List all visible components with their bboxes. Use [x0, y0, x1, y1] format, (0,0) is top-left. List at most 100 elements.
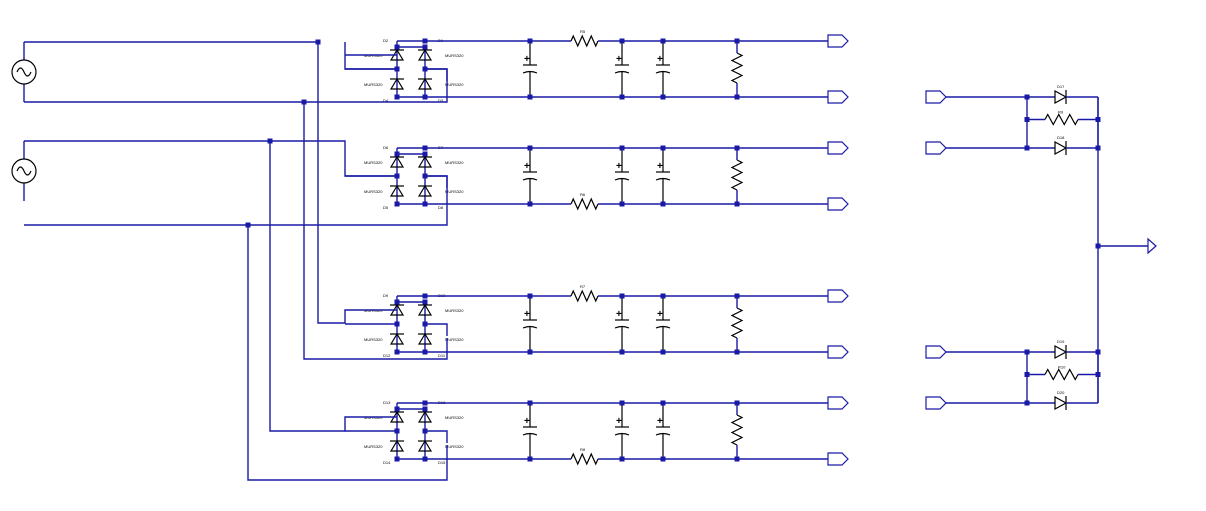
cap-plus: + — [616, 161, 622, 172]
junction-dot — [1095, 145, 1101, 151]
diode-ref: D13 — [383, 400, 391, 405]
diode-triangle — [417, 410, 433, 423]
diode-triangle — [389, 77, 405, 90]
junction-dot — [422, 406, 428, 412]
diode-triangle — [417, 77, 433, 90]
resistor-icon — [570, 197, 599, 211]
diode-icon — [417, 332, 433, 345]
diode-part: MURS320 — [445, 160, 464, 165]
resistor-zigzag — [730, 414, 744, 446]
diode-part: MURS320 — [445, 415, 464, 420]
junction-dot — [734, 201, 740, 207]
sine-wave — [16, 166, 32, 176]
diode-part: MURS320 — [364, 82, 383, 87]
resistor-icon — [730, 307, 744, 339]
diode-ref: D18 — [1057, 135, 1065, 140]
resistor-ref: R7 — [580, 284, 586, 289]
junction-dot — [619, 145, 625, 151]
capacitor-icon: + — [655, 296, 671, 352]
cap-plus: + — [616, 309, 622, 320]
resistor-ref: R5 — [580, 29, 586, 34]
junction-dot — [422, 201, 428, 207]
diode-icon — [389, 155, 405, 168]
resistor-zigzag — [1044, 368, 1079, 381]
diode-triangle — [1054, 395, 1068, 411]
resistor-zigzag — [730, 307, 744, 339]
junction-dot — [734, 349, 740, 355]
junction-dot — [394, 94, 400, 100]
resistor-zigzag — [570, 289, 599, 303]
junction-dot — [394, 349, 400, 355]
cap-plus: + — [524, 416, 530, 427]
diode-icon — [1054, 344, 1068, 360]
net-flag — [925, 396, 947, 410]
junction-dot — [527, 94, 533, 100]
wire — [24, 101, 448, 360]
diode-icon — [417, 155, 433, 168]
diode-triangle — [389, 155, 405, 168]
junction-dot — [660, 201, 666, 207]
junction-dot — [660, 38, 666, 44]
junction-dot — [394, 428, 400, 434]
diode-triangle — [1054, 344, 1068, 360]
junction-dot — [734, 400, 740, 406]
cap-plus: + — [657, 309, 663, 320]
net-flag — [827, 34, 849, 48]
junction-dot — [527, 293, 533, 299]
capacitor-icon: + — [655, 41, 671, 97]
capacitor-icon: + — [614, 403, 630, 459]
diode-icon — [1054, 140, 1068, 156]
net-flag — [827, 289, 849, 303]
diode-ref: D4 — [383, 98, 389, 103]
ac-source-icon — [11, 158, 37, 184]
junction-dot — [527, 201, 533, 207]
diode-triangle — [417, 184, 433, 197]
capacitor-icon: + — [522, 296, 538, 352]
cap-plus: + — [616, 54, 622, 65]
diode-icon — [389, 332, 405, 345]
diode-icon — [389, 184, 405, 197]
net-flag — [827, 90, 849, 104]
cap-plus: + — [524, 309, 530, 320]
diode-triangle — [417, 48, 433, 61]
diode-icon — [1054, 89, 1068, 105]
resistor-ref: R10 — [1058, 365, 1066, 370]
diode-ref: D14 — [383, 460, 391, 465]
junction-dot — [734, 456, 740, 462]
diode-triangle — [417, 439, 433, 452]
resistor-zigzag — [730, 52, 744, 84]
junction-dot — [422, 456, 428, 462]
resistor-zigzag — [570, 452, 599, 466]
net-flag — [827, 141, 849, 155]
junction-dot — [619, 456, 625, 462]
junction-dot — [734, 94, 740, 100]
diode-part: MURS320 — [445, 444, 464, 449]
diode-ref: D2 — [383, 38, 389, 43]
diode-ref: D9 — [383, 293, 389, 298]
resistor-ref: R6 — [580, 192, 586, 197]
resistor-zigzag — [1044, 113, 1079, 126]
junction-dot — [422, 299, 428, 305]
junction-dot — [527, 349, 533, 355]
diode-ref: D5 — [383, 205, 389, 210]
wire — [24, 140, 397, 432]
junction-dot — [619, 201, 625, 207]
diode-part: MURS320 — [445, 53, 464, 58]
resistor-icon — [730, 52, 744, 84]
capacitor-icon: + — [522, 403, 538, 459]
net-flag — [925, 141, 947, 155]
junction-dot — [422, 428, 428, 434]
diode-ref: D3 — [438, 98, 444, 103]
capacitor-icon: + — [655, 403, 671, 459]
net-flag — [827, 345, 849, 359]
diode-triangle — [389, 184, 405, 197]
junction-dot — [660, 94, 666, 100]
resistor-icon — [730, 414, 744, 446]
diode-triangle — [1054, 140, 1068, 156]
capacitor-icon: + — [614, 41, 630, 97]
resistor-ref: R9 — [1058, 110, 1064, 115]
diode-icon — [389, 77, 405, 90]
resistor-icon — [570, 289, 599, 303]
diode-part: MURS320 — [445, 189, 464, 194]
